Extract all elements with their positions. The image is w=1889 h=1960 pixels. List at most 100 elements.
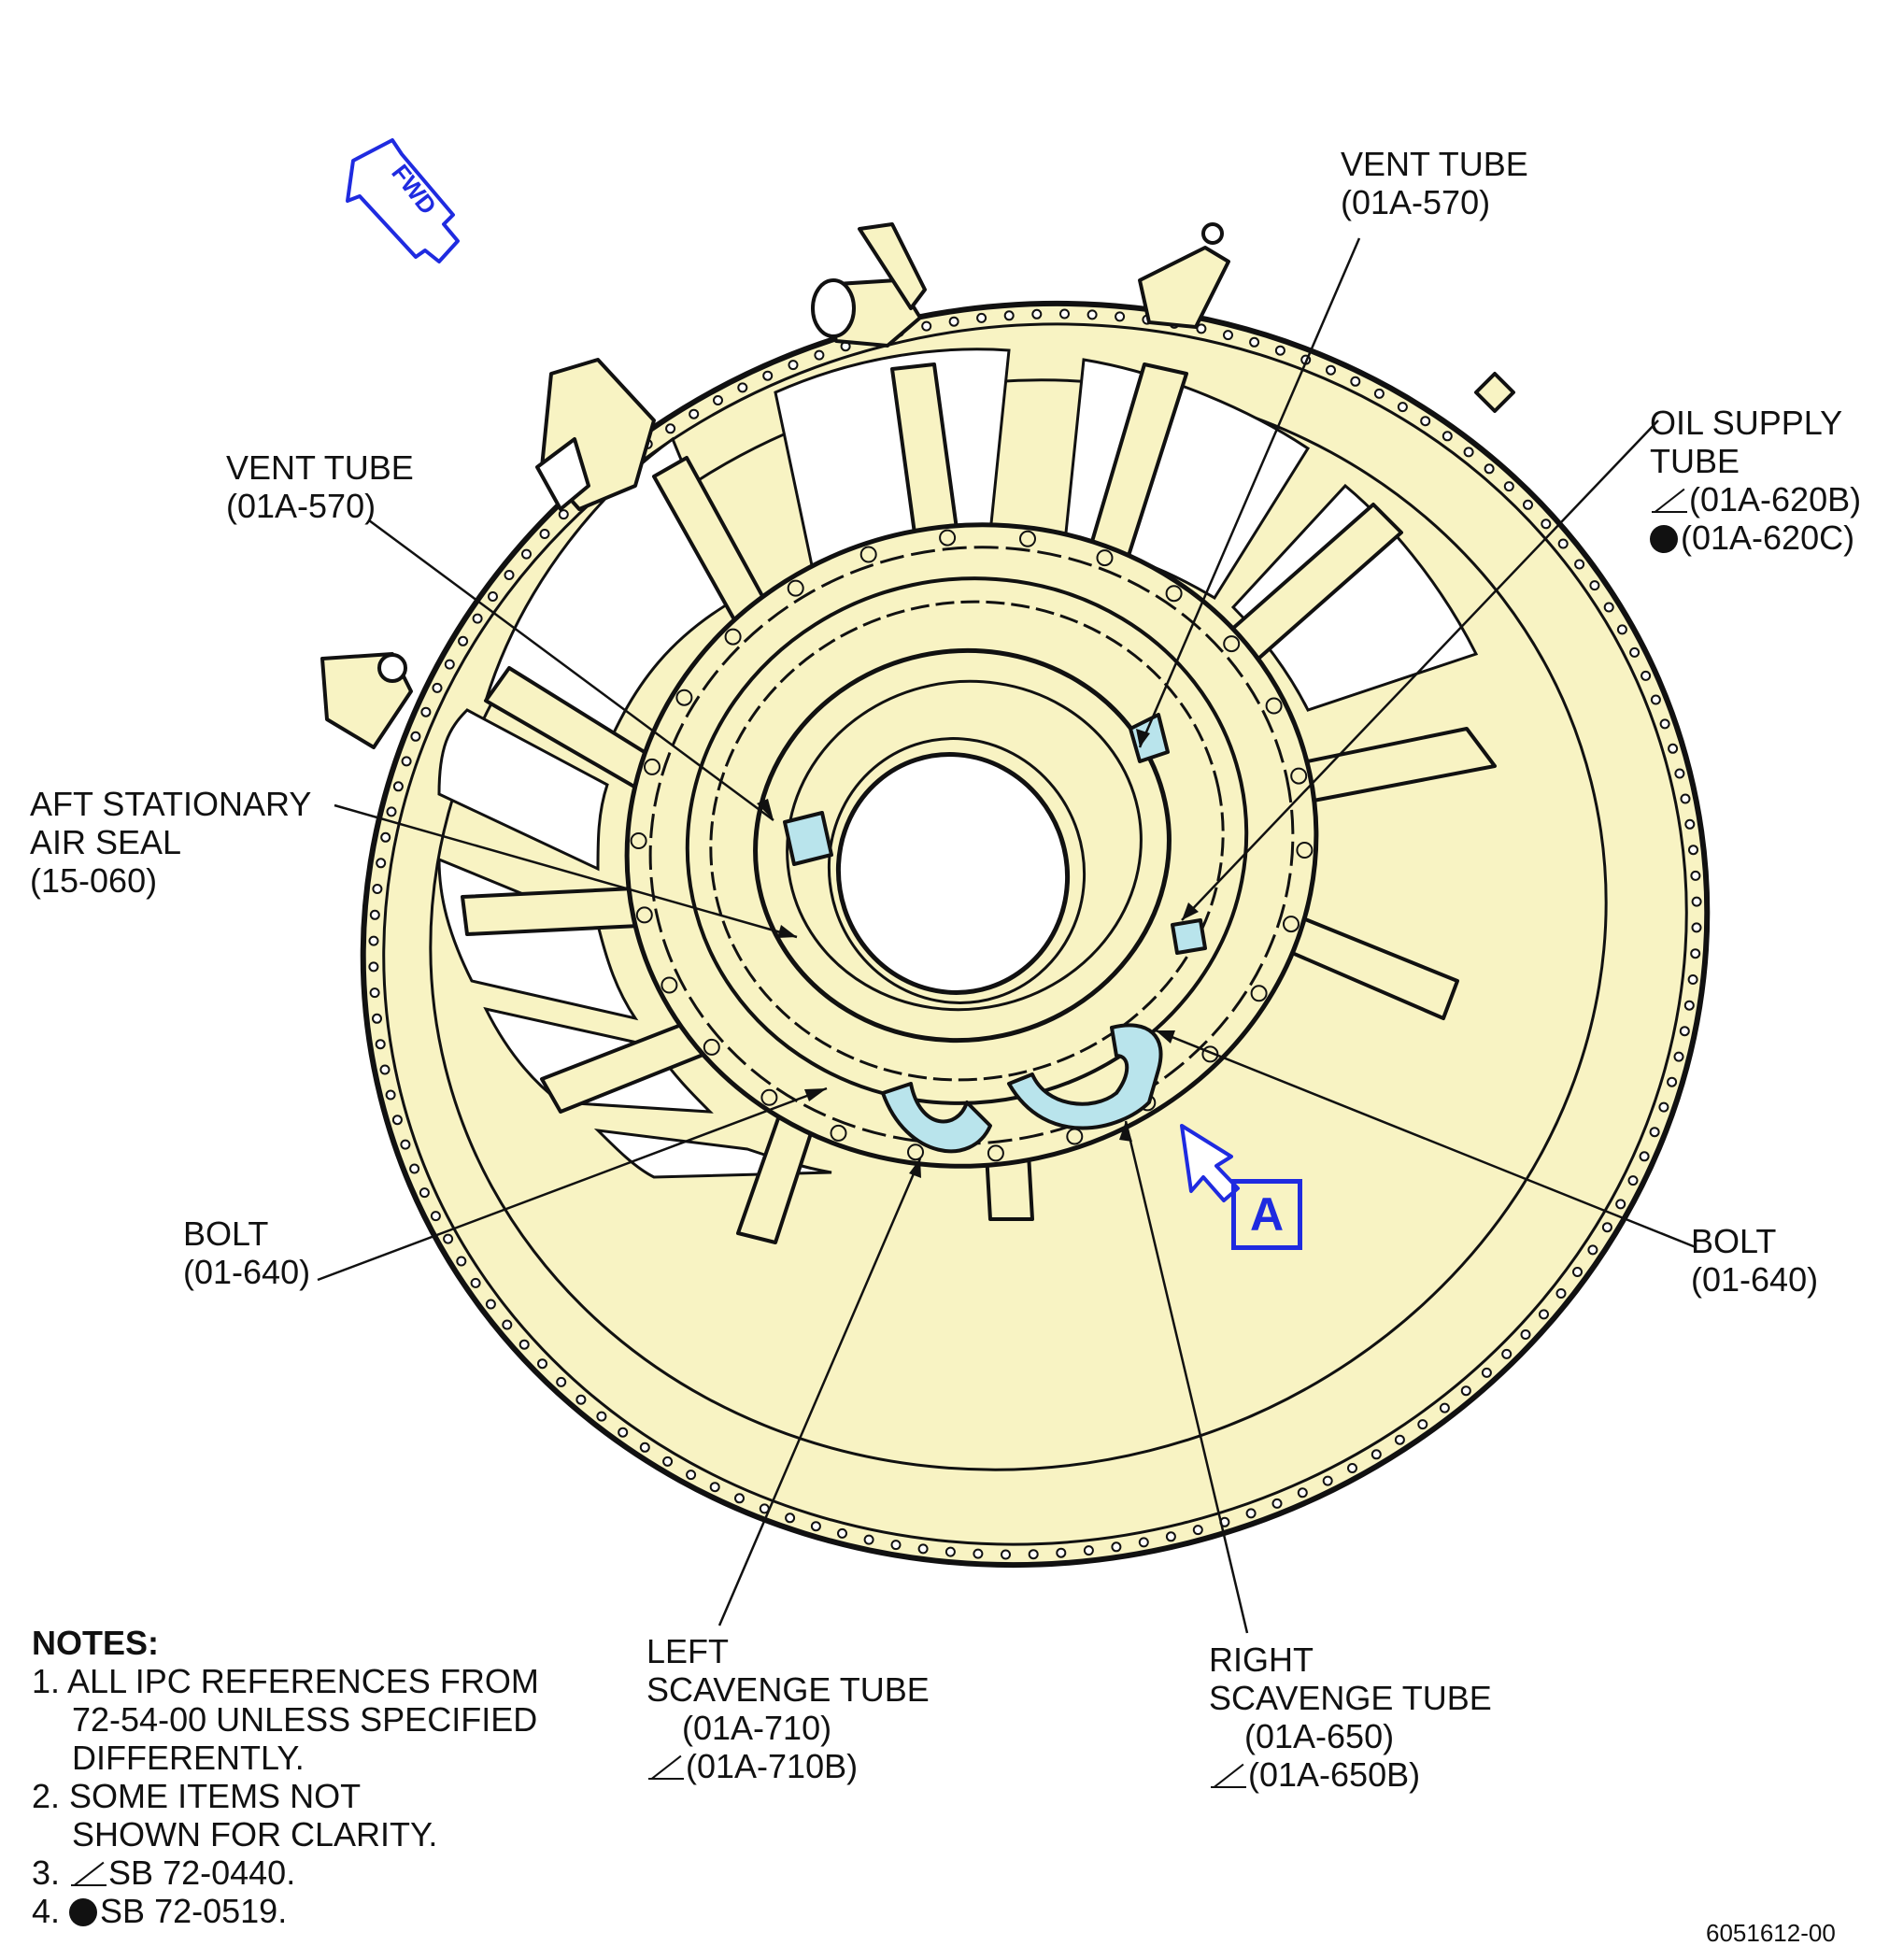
flange-hole [420, 706, 432, 717]
flange-hole [1297, 1487, 1308, 1498]
flange-hole [1589, 580, 1600, 591]
flange-hole [372, 1013, 382, 1024]
callout-ref: (01A-620C) [1681, 518, 1855, 557]
flange-hole [665, 423, 676, 434]
leader-lines [317, 237, 1697, 1634]
figure-number: 6051612-00 [1706, 1919, 1836, 1947]
callout-ref: (01A-710B) [686, 1747, 859, 1785]
flange-hole [558, 509, 569, 520]
hub-nut [1066, 1128, 1084, 1145]
flange-hole [1615, 1199, 1626, 1210]
callout-line: (01A-570) [226, 487, 376, 525]
flange-hole [734, 1493, 745, 1504]
flange-hole [1397, 402, 1408, 413]
flange-hole [1371, 1449, 1382, 1460]
flange-hole [372, 884, 383, 894]
flange-hole [368, 935, 379, 946]
flange-bolt-holes [368, 308, 1702, 1560]
flange-hole [556, 1376, 567, 1387]
flange-hole [1650, 694, 1661, 705]
flange-hole [1223, 330, 1233, 341]
flange-hole [917, 1543, 929, 1555]
hub-nut [859, 546, 877, 563]
flange-hole [537, 1358, 547, 1370]
flange-hole [1688, 845, 1698, 856]
flange-hole [1245, 1508, 1257, 1519]
flange-hole [1601, 1222, 1612, 1233]
flange-hole [375, 1039, 386, 1050]
flange-hole [1667, 1076, 1678, 1087]
callout-line: RIGHT [1209, 1640, 1314, 1679]
note-line: ALL IPC REFERENCES FROM [67, 1662, 539, 1700]
flange-hole [1572, 1267, 1583, 1277]
flange-hole [1439, 1402, 1450, 1413]
flange-hole [400, 1139, 411, 1150]
flange-hole [409, 1163, 420, 1174]
note-item-4: 4. SB 72-0519. [32, 1892, 539, 1930]
callout-line: AIR SEAL [30, 823, 182, 861]
flange-hole [1555, 1288, 1567, 1299]
callout-line: (01-640) [183, 1253, 311, 1291]
flange-hole [1460, 1385, 1471, 1397]
flange-hole [1557, 538, 1569, 549]
flange-hole [1115, 311, 1126, 322]
callout-line: VENT TUBE [226, 448, 414, 487]
flange-hole [944, 1546, 956, 1557]
hub-nut [987, 1144, 1004, 1162]
flange-hole [456, 1256, 467, 1267]
flange-hole [539, 529, 550, 539]
top-fittings [320, 222, 1515, 749]
callout-line: (01A-650B) [1209, 1755, 1492, 1794]
hub-nut [630, 832, 647, 849]
oil-supply-tube-label: OIL SUPPLY TUBE (01A-620B) (01A-620C) [1650, 404, 1861, 557]
sb-0440-triangle-icon [1209, 1762, 1248, 1790]
flange-hole [1690, 948, 1701, 959]
flange-hole [443, 1233, 454, 1244]
callout-line: LEFT [646, 1632, 730, 1670]
flange-hole [1463, 447, 1474, 458]
note-line: 72-54-00 UNLESS SPECIFIED [72, 1700, 538, 1739]
sb-0440-triangle-icon [646, 1754, 686, 1782]
flange-hole [1640, 670, 1652, 681]
callout-line: OIL SUPPLY [1650, 404, 1843, 442]
flange-hole [1603, 602, 1614, 613]
flange-hole [419, 1187, 430, 1199]
flange-hole [401, 756, 412, 767]
bolt-right-label: BOLT (01-640) [1691, 1222, 1818, 1299]
flange-hole [410, 731, 421, 742]
flange-hole [1056, 1547, 1067, 1558]
flange-hole [444, 659, 455, 670]
flange-hole [713, 395, 723, 405]
flange-hole [1673, 1051, 1684, 1062]
hub-nut [1296, 842, 1314, 859]
flange-hole [1639, 1151, 1650, 1162]
hub-nut [675, 689, 693, 706]
flange-hole [379, 1064, 391, 1075]
flange-hole [1629, 646, 1640, 658]
flange-hole [518, 1339, 530, 1350]
flange-hole [1574, 559, 1585, 570]
sb-0519-dot-icon [1650, 525, 1678, 553]
note-line: SOME ITEMS NOT [69, 1777, 362, 1815]
flange-hole [1539, 1309, 1549, 1320]
note-line: SB 72-0519. [100, 1892, 288, 1930]
note-number: 2. [32, 1777, 61, 1815]
flange-hole [1059, 308, 1070, 320]
flange-hole [1684, 818, 1696, 830]
note-item-2: 2. SOME ITEMS NOT SHOWN FOR CLARITY. [32, 1777, 539, 1853]
callout-line: TUBE [1650, 442, 1740, 480]
flange-hole [921, 320, 932, 332]
hub-nut [907, 1143, 924, 1161]
callout-line: BOLT [1691, 1222, 1777, 1260]
hub-assembly [624, 522, 1319, 1169]
flange-hole [1274, 345, 1285, 356]
note-line: SHOWN FOR CLARITY. [72, 1815, 438, 1853]
flange-hole [392, 781, 404, 792]
flange-hole [1417, 1419, 1428, 1430]
callout-line: (01A-620C) [1650, 518, 1861, 557]
callout-line: SCAVENGE TUBE [1209, 1679, 1492, 1717]
note-number: 4. [32, 1892, 61, 1930]
note-item-3: 3. SB 72-0440. [32, 1853, 539, 1892]
flange-hole [385, 1089, 396, 1101]
